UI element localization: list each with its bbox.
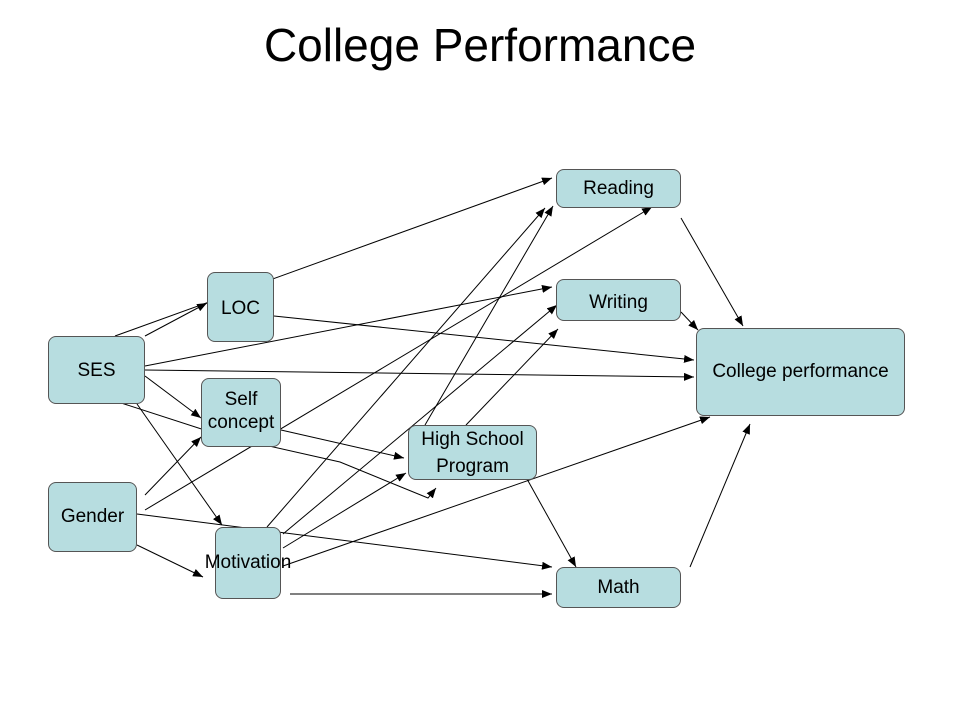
node-loc — [207, 272, 274, 342]
node-ses-label: SES — [77, 360, 116, 381]
node-college-performance — [696, 328, 905, 416]
edge-motivation-high-school-program — [282, 472, 407, 549]
node-ses — [48, 336, 145, 404]
node-high-school-program — [408, 425, 537, 480]
edge-high-school-program-reading — [424, 205, 554, 426]
edge-reading-college-performance — [680, 217, 744, 327]
node-math — [556, 567, 681, 608]
edge-motivation-college-performance — [282, 416, 711, 567]
edge-self-concept-high-school-program — [280, 429, 405, 460]
node-high-school-program-label-line2: Program — [436, 456, 509, 477]
node-reading-label: Reading — [583, 178, 654, 199]
edge-high-school-program-math — [526, 478, 577, 568]
edge-writing-college-performance — [680, 311, 699, 331]
edge-gender-motivation — [136, 544, 204, 578]
edge-loc-college-performance — [273, 315, 695, 363]
edge-ses-high-school-program — [111, 399, 437, 499]
edge-ses-self-concept — [144, 375, 202, 419]
edge-motivation-writing — [282, 304, 558, 535]
node-self-concept — [201, 378, 281, 447]
node-loc-label: LOC — [220, 298, 261, 319]
page-title: College Performance — [263, 19, 697, 71]
edge-high-school-program-writing — [465, 328, 559, 426]
node-college-performance-label: College performance — [712, 361, 889, 382]
node-math-label: Math — [597, 577, 640, 598]
edge-gender-self-concept — [144, 436, 202, 496]
node-gender-label: Gender — [60, 506, 125, 527]
node-reading — [556, 169, 681, 208]
edge-gender-math — [136, 513, 553, 570]
edge-ses-reading — [114, 177, 553, 337]
node-high-school-program-label-line1: High School — [421, 429, 524, 450]
edge-ses-motivation — [136, 403, 223, 526]
node-motivation-label: Motivation — [204, 552, 292, 573]
edge-math-college-performance — [689, 423, 751, 568]
node-gender — [48, 482, 137, 552]
edge-ses-college-performance — [144, 369, 695, 381]
node-self-concept-label-line1: Self — [224, 389, 258, 410]
node-motivation — [215, 527, 281, 599]
node-writing-label: Writing — [589, 292, 648, 313]
node-self-concept-label-line2: concept — [207, 412, 275, 433]
edge-motivation-reading — [266, 207, 546, 528]
edge-gender-reading — [144, 206, 653, 511]
edge-ses-loc — [144, 302, 208, 337]
node-writing — [556, 279, 681, 321]
edge-ses-writing — [144, 284, 553, 367]
